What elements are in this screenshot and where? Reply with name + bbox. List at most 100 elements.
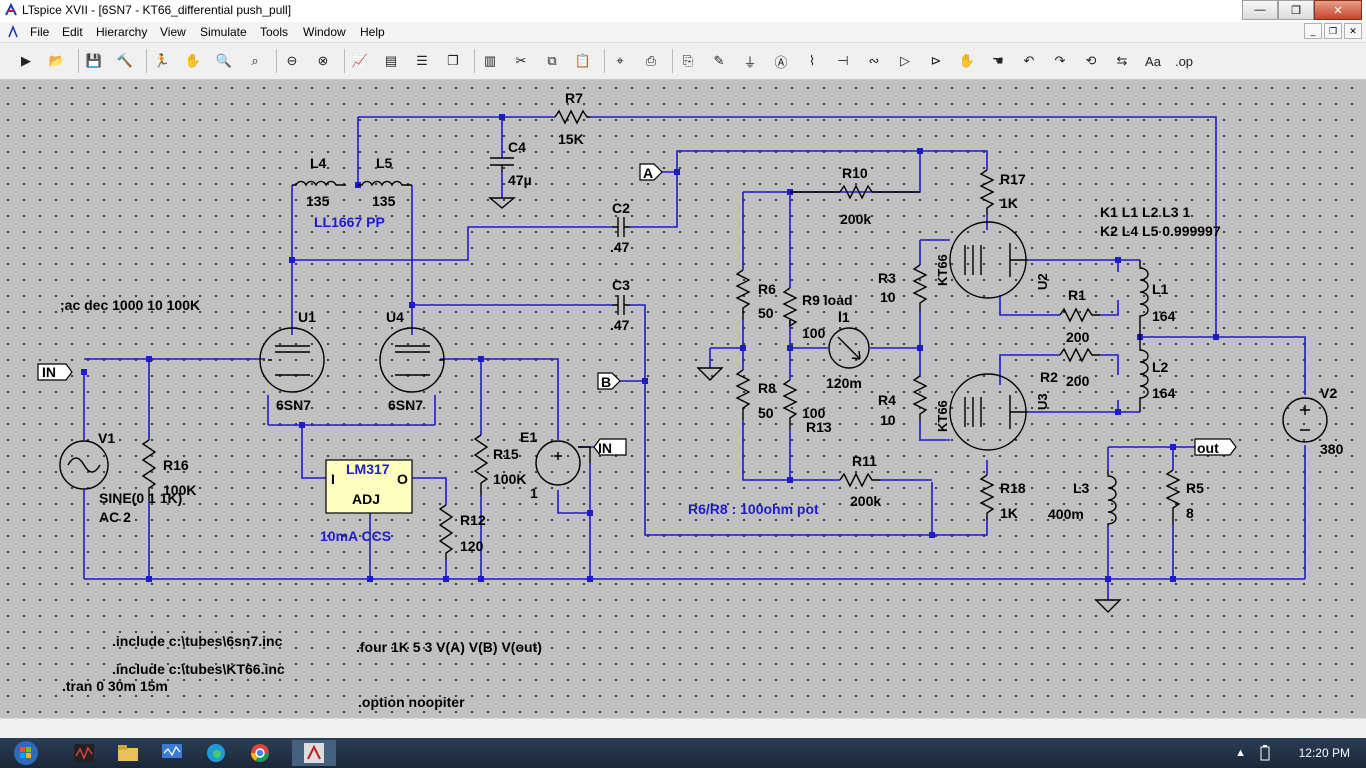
diode-icon[interactable]: ▷ <box>900 53 910 68</box>
component-icon[interactable]: ⊳ <box>930 53 942 68</box>
taskbar-app-explorer[interactable] <box>108 740 148 766</box>
print-icon[interactable]: ⎙ <box>645 53 657 68</box>
directive-ac[interactable]: ;ac dec 1000 10 100K <box>60 297 200 313</box>
resistor-r15[interactable] <box>473 434 489 495</box>
mdi-restore-button[interactable]: ❐ <box>1324 23 1342 39</box>
tube-u2[interactable] <box>949 221 1028 299</box>
drag-icon[interactable]: ☚ <box>992 53 1004 68</box>
resistor-r13[interactable] <box>782 379 798 430</box>
resistor-r12[interactable] <box>438 504 454 560</box>
resistor-r18[interactable] <box>979 474 995 520</box>
comment-ccs[interactable]: 10mA CCS <box>320 528 391 544</box>
inductor-l3[interactable] <box>1107 470 1117 525</box>
menu-view[interactable]: View <box>160 25 186 39</box>
tray-arrow-icon[interactable]: ▲ <box>1235 747 1246 759</box>
inductor-icon[interactable]: ∾ <box>868 53 880 68</box>
directive-tran[interactable]: .tran 0 30m 15m <box>62 678 168 694</box>
netlist-icon[interactable]: ▤ <box>384 53 398 68</box>
paste-icon[interactable]: 📋 <box>574 53 592 68</box>
resistor-r6[interactable] <box>735 269 751 320</box>
run-icon[interactable]: ▶ <box>21 53 31 68</box>
resistor-r1[interactable] <box>1059 307 1100 323</box>
voltage-source-v1[interactable] <box>59 440 109 490</box>
text-icon[interactable]: Aa <box>1145 53 1161 69</box>
menu-help[interactable]: Help <box>360 25 385 39</box>
resistor-r5[interactable] <box>1165 469 1181 525</box>
vcvs-e1[interactable] <box>535 440 591 486</box>
tube-u1[interactable] <box>259 327 325 393</box>
resistor-icon[interactable]: ⌇ <box>808 53 816 68</box>
tube-u4[interactable] <box>379 327 445 393</box>
resistor-r3[interactable] <box>912 264 928 310</box>
tube-u3[interactable] <box>949 373 1028 451</box>
cut-icon[interactable]: ✂ <box>515 53 527 68</box>
resistor-r17[interactable] <box>979 169 995 215</box>
menu-hierarchy[interactable]: Hierarchy <box>96 25 148 39</box>
directive-include1[interactable]: .include c:\tubes\6sn7.inc <box>112 633 283 649</box>
menu-window[interactable]: Window <box>303 25 346 39</box>
zoom-area-icon[interactable]: ⌕ <box>251 53 259 68</box>
capacitor-c4[interactable] <box>490 157 514 172</box>
copy-icon[interactable]: ⧉ <box>547 53 557 68</box>
rotate-icon[interactable]: ⟲ <box>1085 53 1097 68</box>
clock[interactable]: 12:20 PM <box>1298 746 1350 760</box>
resistor-r8[interactable] <box>735 369 751 420</box>
capacitor-c2[interactable] <box>612 217 630 237</box>
zoom-fit-icon[interactable]: ⊗ <box>317 53 329 68</box>
halt-icon[interactable]: 🏃 <box>153 53 171 68</box>
find-icon[interactable]: ⌖ <box>616 53 624 68</box>
menu-edit[interactable]: Edit <box>62 25 83 39</box>
inductor-l1[interactable] <box>1139 260 1149 337</box>
restore-button[interactable]: ❐ <box>1278 0 1314 20</box>
cascade-icon[interactable]: ❐ <box>447 53 459 68</box>
resistor-r11[interactable] <box>839 472 880 488</box>
minimize-button[interactable]: — <box>1242 0 1278 20</box>
redo-icon[interactable]: ↷ <box>1054 53 1066 68</box>
move-icon[interactable]: ✋ <box>958 53 976 68</box>
net-label-a-shape[interactable] <box>639 163 663 181</box>
net-label-b-shape[interactable] <box>597 372 621 390</box>
voltage-source-v2[interactable] <box>1282 397 1328 443</box>
schematic-canvas[interactable]: R7 15K C4 47µ L4 135 L5 135 C2 .47 C3 .4… <box>0 80 1366 718</box>
taskbar-app-oscilloscope[interactable] <box>64 740 104 766</box>
spice-directive-icon[interactable]: .op <box>1174 53 1194 69</box>
menu-tools[interactable]: Tools <box>260 25 289 39</box>
capacitor-icon[interactable]: ⊣ <box>837 53 849 68</box>
net-label-in-right-shape[interactable] <box>593 438 627 456</box>
menu-simulate[interactable]: Simulate <box>200 25 247 39</box>
net-label-out-shape[interactable] <box>1194 438 1237 456</box>
resistor-r2[interactable] <box>1059 347 1100 363</box>
schematic-drawing[interactable]: R7 15K C4 47µ L4 135 L5 135 C2 .47 C3 .4… <box>0 80 1366 718</box>
mirror-icon[interactable]: ⇆ <box>1116 53 1128 68</box>
taskbar-app-edge[interactable] <box>196 740 236 766</box>
zoom-out-icon[interactable]: ⊖ <box>286 53 298 68</box>
horizontal-scrollbar[interactable] <box>0 718 1366 739</box>
resistor-r10[interactable] <box>790 184 920 200</box>
capacitor-c3[interactable] <box>612 295 630 315</box>
inductor-l5[interactable] <box>358 180 412 187</box>
taskbar-app-chrome[interactable] <box>240 740 280 766</box>
taskbar-app-ltspice[interactable] <box>292 740 336 766</box>
close-button[interactable]: ✕ <box>1314 0 1362 20</box>
open-icon[interactable]: 📂 <box>48 53 66 68</box>
tile-vertical-icon[interactable]: ▥ <box>483 53 497 68</box>
zoom-in-icon[interactable]: 🔍 <box>215 53 233 68</box>
directive-include2[interactable]: .include c:\tubes\KT66.inc <box>112 661 285 677</box>
taskbar-app-monitor[interactable] <box>152 740 192 766</box>
net-label-in-left-shape[interactable] <box>37 363 73 381</box>
resistor-r4[interactable] <box>912 375 928 420</box>
start-button[interactable] <box>6 740 46 766</box>
directive-coupling1[interactable]: K1 L1 L2 L3 1 <box>1100 204 1190 220</box>
save-icon[interactable]: 💾 <box>85 53 103 68</box>
battery-icon[interactable] <box>1260 745 1270 766</box>
inductor-l2[interactable] <box>1139 337 1149 412</box>
directive-four[interactable]: .four 1K 5 3 V(A) V(B) V(out) <box>356 639 542 655</box>
label-net-icon[interactable]: Ⓐ <box>774 54 788 70</box>
document-icon[interactable] <box>6 25 20 39</box>
inductor-l4[interactable] <box>292 180 346 187</box>
comment-transformer[interactable]: LL1667 PP <box>314 214 385 230</box>
draw-wire-icon[interactable]: ✎ <box>713 53 725 68</box>
directive-coupling2[interactable]: K2 L4 L5 0.999997 <box>1100 223 1221 239</box>
print-setup-icon[interactable]: ⎘ <box>682 53 694 68</box>
control-panel-icon[interactable]: 🔨 <box>116 53 134 68</box>
